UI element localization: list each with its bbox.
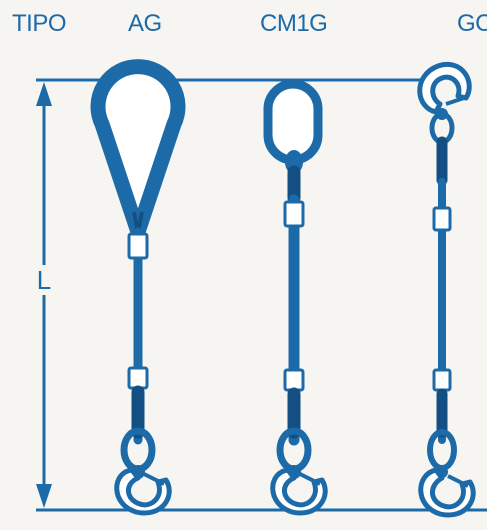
hook-icon <box>114 467 172 516</box>
sling-cm1g <box>263 79 328 516</box>
hook-latch <box>299 472 321 486</box>
master-link <box>263 79 323 165</box>
sling-gc <box>417 61 476 518</box>
header-ag: AG <box>128 10 162 37</box>
ferrule <box>127 366 149 390</box>
sling-ag <box>90 59 186 516</box>
ferrule <box>283 368 305 392</box>
header-cm1g: CM1G <box>260 10 328 37</box>
top-hook-icon <box>417 61 472 115</box>
dimension-label-bg <box>32 265 56 295</box>
length-dimension: L <box>32 78 487 512</box>
dimension-label: L <box>37 265 51 295</box>
thimble-eye <box>90 59 186 240</box>
header-gc: GC <box>457 10 487 37</box>
hook-icon <box>418 467 476 518</box>
ferrule <box>432 206 452 232</box>
arrow-down-icon <box>36 484 52 508</box>
hook-latch <box>143 472 165 486</box>
hook-latch <box>445 96 465 106</box>
ferrule <box>432 368 452 392</box>
ferrule <box>127 232 149 260</box>
hook-latch <box>447 474 469 488</box>
ferrule <box>283 200 305 228</box>
header-tipo: TIPO <box>12 10 67 37</box>
hook-icon <box>270 467 328 516</box>
arrow-up-icon <box>36 82 52 106</box>
